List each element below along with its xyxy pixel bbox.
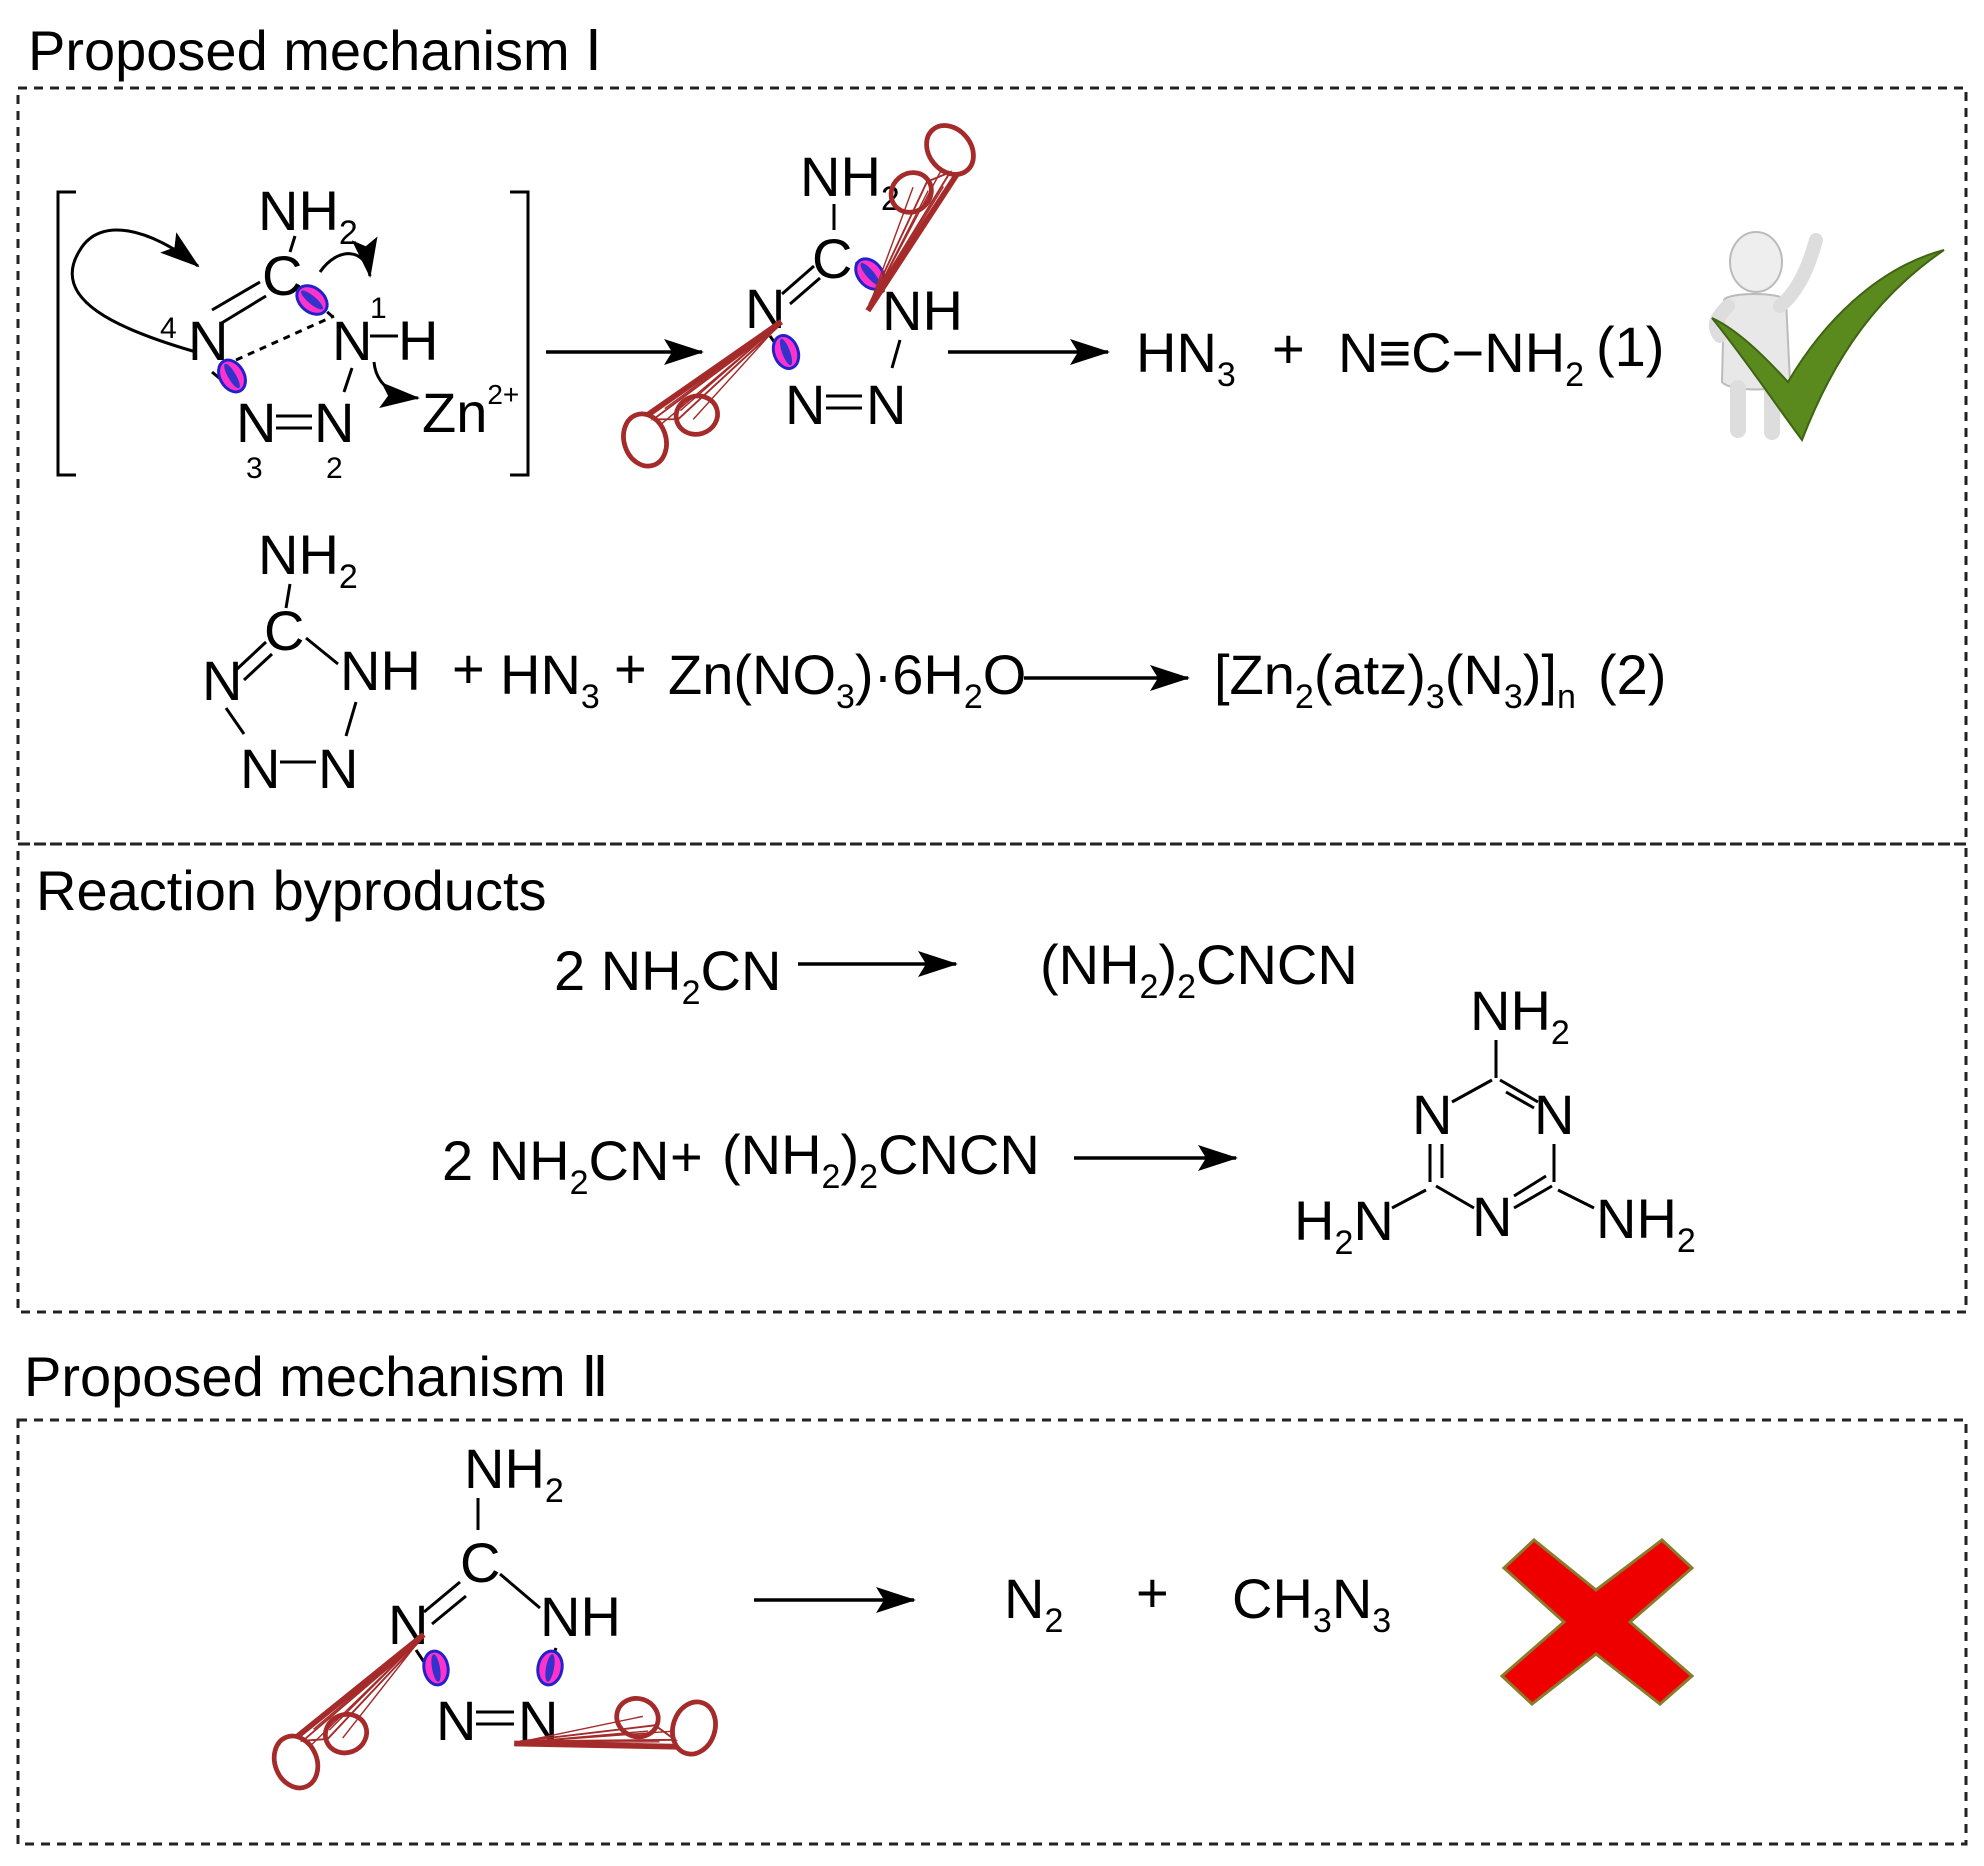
atz-bond [284, 583, 292, 609]
ts-n1: N [332, 309, 372, 372]
atz-carbon: C [460, 1531, 500, 1594]
ts-h: H [398, 309, 438, 372]
ts-n3: N [236, 391, 276, 454]
ts-pos4: 4 [160, 312, 177, 345]
byproduct-2-reactant: 2 NH2CN [442, 1129, 669, 1202]
reaction-2-label: (2) [1598, 643, 1666, 706]
ts-nh2-label: NH2 [258, 179, 358, 252]
ts-dashed-bond [297, 284, 335, 320]
dicyandiamide-reactant: (NH2)2CNCN [722, 1123, 1040, 1196]
plus-sign: + [1272, 317, 1305, 380]
plus-sign: + [614, 637, 647, 700]
ts-zn: Zn2+ [422, 379, 519, 444]
melamine-bond [1451, 1078, 1493, 1104]
melamine-nh2-top: NH2 [1470, 979, 1570, 1052]
atz-n: N [318, 737, 358, 800]
byproduct-1-reactant: 2 NH2CN [554, 939, 781, 1012]
cross-icon [1499, 1538, 1695, 1706]
ts-bond [219, 294, 267, 326]
atz-bond [781, 264, 815, 296]
ts-bond [288, 235, 297, 253]
mechanism-1-title: Proposed mechanism Ⅰ [28, 19, 602, 82]
atz-nh: NH [882, 279, 963, 342]
melamine-bond [1505, 1090, 1535, 1110]
curved-arrow-icon [318, 236, 378, 278]
hn3-product: HN3 [1136, 321, 1236, 394]
hn3-reactant: HN3 [500, 643, 600, 716]
melamine-bond [1557, 1188, 1595, 1210]
melamine-bond [1499, 1078, 1539, 1104]
bond-cleavage-marker [533, 1647, 567, 1689]
ts-pos1: 1 [370, 292, 387, 325]
ts-pos3: 3 [246, 452, 263, 485]
ts-dashed-bond [235, 314, 335, 362]
cyanamide-product: N≡C−NH2 [1338, 321, 1584, 394]
checkmark-icon [1711, 249, 1945, 443]
atz-n: N [745, 277, 785, 340]
aminotetrazole-reactant: NH2 C N NH N N [202, 523, 421, 800]
mechanism-1-frame [16, 86, 1968, 846]
atz-bond [344, 701, 358, 737]
tetrazole-cleaved-2: NH2 C N NH N N [250, 1437, 722, 1801]
atz-n: N [866, 373, 906, 436]
left-bracket [56, 190, 76, 477]
melamine-bond [1513, 1184, 1553, 1210]
atz-nh: NH [340, 639, 421, 702]
ts-bond [211, 280, 261, 312]
n2-product: N2 [1004, 1567, 1063, 1640]
ts-n2: N [314, 391, 354, 454]
atz-carbon: C [264, 599, 304, 662]
melamine-bond [1513, 1174, 1547, 1198]
ts-bond [342, 367, 354, 393]
atz-nh: NH [540, 1585, 621, 1648]
byproducts-frame [16, 842, 1968, 1314]
atz-bond [431, 1594, 467, 1626]
curved-arrow-icon [70, 228, 200, 354]
ch3n3-product: CH3N3 [1232, 1567, 1391, 1640]
right-bracket [510, 190, 530, 477]
melamine-n: N [1534, 1083, 1574, 1146]
melamine-h2n-left: H2N [1294, 1189, 1394, 1262]
atz-bond [305, 636, 339, 666]
reaction-1-label: (1) [1596, 315, 1664, 378]
melamine-n: N [1472, 1185, 1512, 1248]
transition-state: NH2 C 4 N 1 N H N N 3 2 Zn2+ [56, 179, 530, 485]
melamine-bond [1435, 1184, 1475, 1210]
melamine-bond [1391, 1188, 1427, 1210]
melamine-product: NH2 N N N H2N NH2 [1294, 979, 1696, 1262]
tetrazole-cleaved-1: NH2 C N NH N N [603, 116, 1011, 472]
melamine-n: N [1412, 1083, 1452, 1146]
atz-bond [499, 1572, 541, 1610]
plus-sign: + [1136, 1561, 1169, 1624]
atz-bond [789, 276, 821, 306]
atz-nh2: NH2 [464, 1437, 564, 1510]
mechanism-2-frame [16, 1418, 1968, 1846]
atz-bond [890, 339, 902, 369]
atz-bond [423, 1580, 461, 1614]
atz-n: N [202, 649, 242, 712]
curved-arrow-icon [372, 361, 420, 409]
bond-cleavage-marker [419, 1647, 453, 1689]
byproducts-title: Reaction byproducts [36, 859, 547, 922]
zinc-framework-product: [Zn2(atz)3(N3)]n [1214, 643, 1576, 716]
zinc-nitrate-reactant: Zn(NO3)·6H2O [668, 643, 1026, 716]
atz-bond [242, 652, 274, 682]
plus-sign: + [452, 637, 485, 700]
atz-n: N [436, 1689, 476, 1752]
melamine-nh2-right: NH2 [1596, 1187, 1696, 1260]
atz-n: N [785, 373, 825, 436]
ts-pos2: 2 [326, 452, 343, 485]
mechanism-2-title: Proposed mechanism Ⅱ [24, 1345, 609, 1408]
atz-bond [234, 640, 268, 672]
atz-nh2: NH2 [800, 145, 900, 218]
atz-bond [224, 707, 246, 735]
dicyandiamide-product: (NH2)2CNCN [1040, 933, 1358, 1006]
plus-sign: + [670, 1125, 703, 1188]
atz-nh2: NH2 [258, 523, 358, 596]
atz-n: N [240, 737, 280, 800]
